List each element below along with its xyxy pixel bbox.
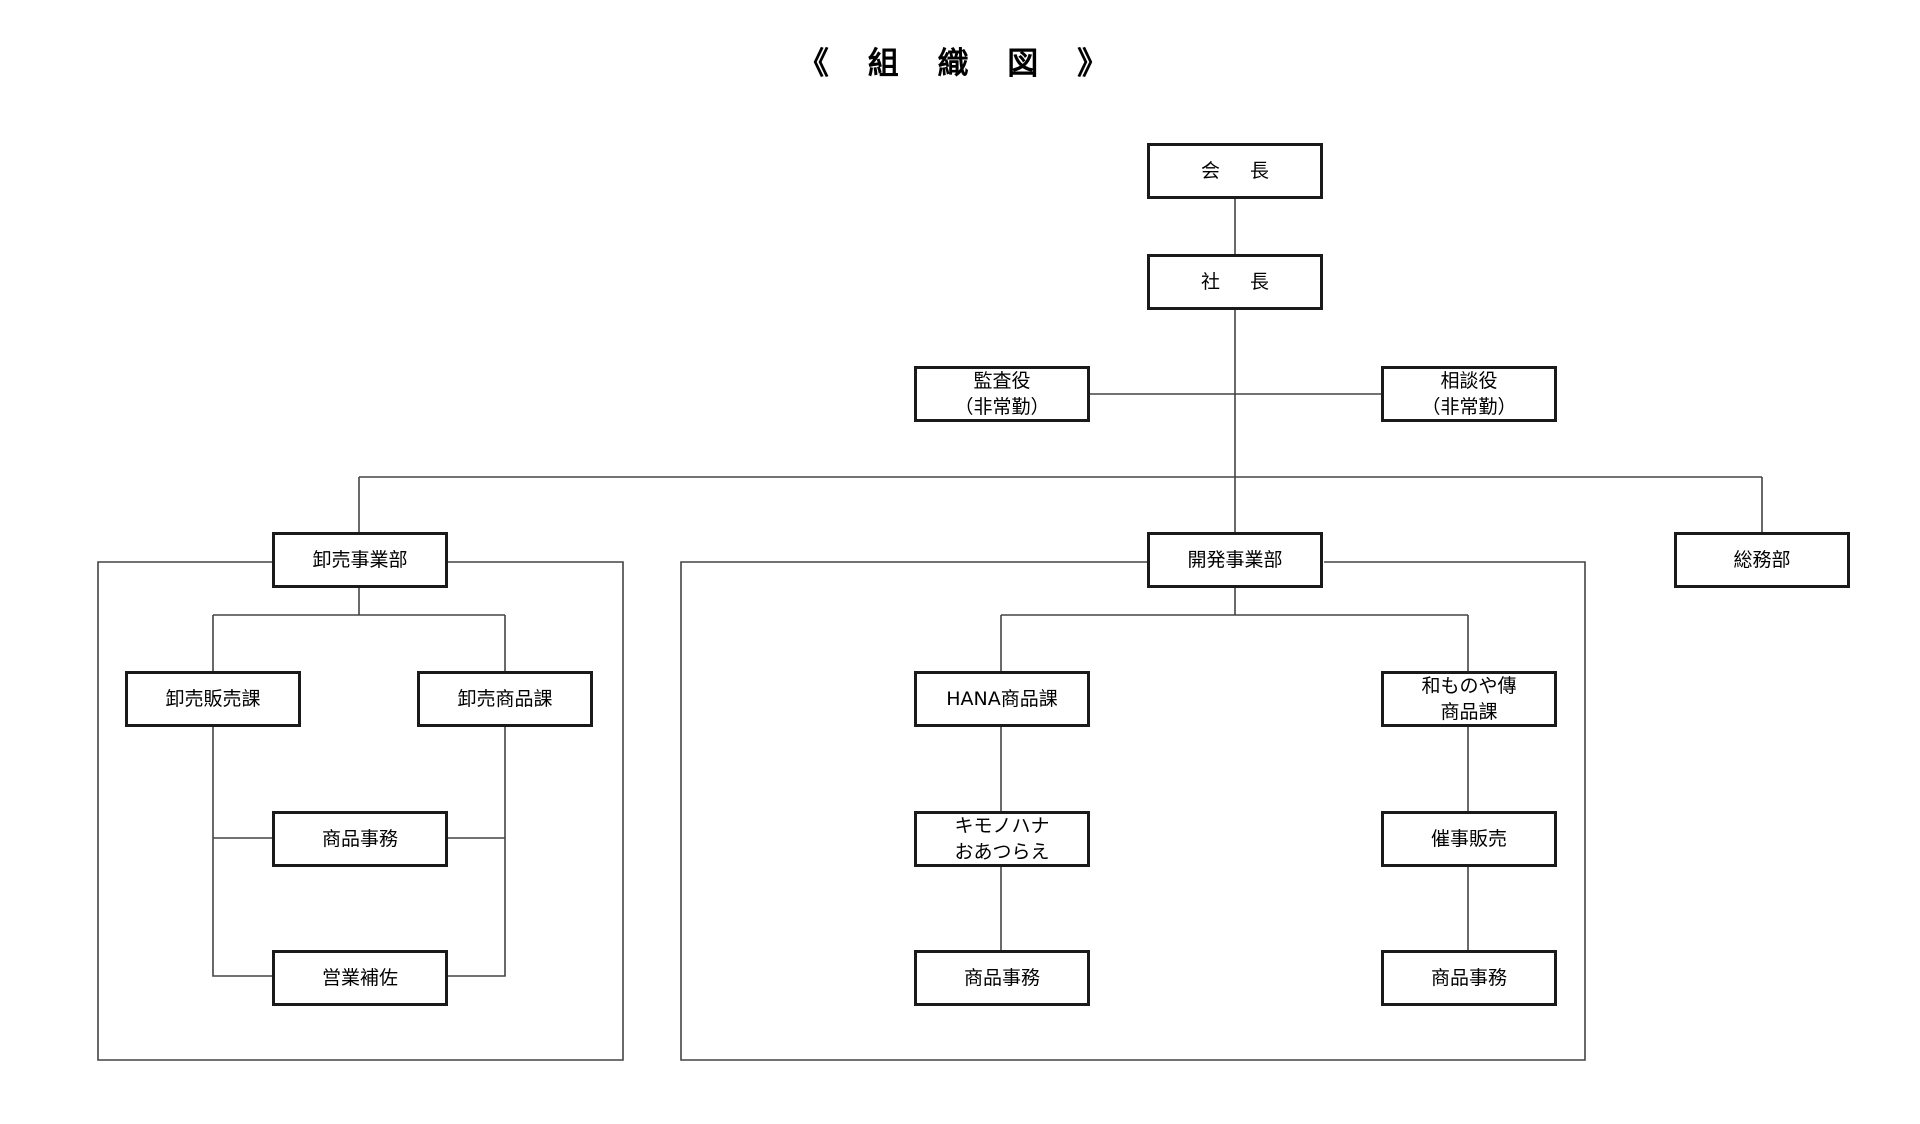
- wamonoya-box: 和ものや傳 商品課: [1381, 671, 1557, 727]
- wamonoya-sublabel: 商品課: [1440, 701, 1498, 723]
- advisor-box: 相談役 （非常勤）: [1381, 366, 1557, 422]
- kimono-hana-sublabel: おあつらえ: [954, 841, 1050, 863]
- chairman-box: 会 長: [1147, 143, 1323, 199]
- chairman-label: 会 長: [1200, 160, 1282, 182]
- wamonoya-product-admin-label: 商品事務: [1430, 967, 1507, 989]
- wholesale-division-box: 卸売事業部: [272, 532, 448, 588]
- wholesale-sales-branch: [212, 726, 272, 977]
- hana-product-admin-label: 商品事務: [963, 967, 1040, 989]
- auditor-status: （非常勤）: [954, 396, 1050, 418]
- development-division-box: 開発事業部: [1147, 532, 1323, 588]
- advisor-status: （非常勤）: [1421, 396, 1517, 418]
- hana-products-box: HANA商品課: [914, 671, 1090, 727]
- general-affairs-label: 総務部: [1733, 549, 1791, 571]
- event-sales-box: 催事販売: [1381, 811, 1557, 867]
- development-division-label: 開発事業部: [1187, 549, 1283, 571]
- kimono-hana-label: キモノハナ: [954, 815, 1050, 837]
- hana-products-label: HANA商品課: [946, 688, 1058, 710]
- wholesale-sales-box: 卸売販売課: [125, 671, 301, 727]
- wamonoya-label: 和ものや傳: [1421, 675, 1517, 697]
- wholesale-division-label: 卸売事業部: [312, 549, 408, 571]
- president-label: 社 長: [1200, 271, 1282, 293]
- wholesale-products-box: 卸売商品課: [417, 671, 593, 727]
- wholesale-sales-label: 卸売販売課: [165, 688, 261, 710]
- wholesale-product-admin-label: 商品事務: [321, 828, 398, 850]
- sales-support-label: 営業補佐: [321, 967, 398, 989]
- auditor-box: 監査役 （非常勤）: [914, 366, 1090, 422]
- wholesale-division-frame: [97, 561, 624, 1061]
- kimono-hana-box: キモノハナ おあつらえ: [914, 811, 1090, 867]
- event-sales-label: 催事販売: [1430, 828, 1507, 850]
- wholesale-products-label: 卸売商品課: [457, 688, 553, 710]
- president-box: 社 長: [1147, 254, 1323, 310]
- hana-product-admin-box: 商品事務: [914, 950, 1090, 1006]
- sales-support-box: 営業補佐: [272, 950, 448, 1006]
- advisor-label: 相談役: [1440, 370, 1498, 392]
- chart-title: 《 組 織 図 》: [797, 46, 1123, 82]
- auditor-label: 監査役: [973, 370, 1031, 392]
- wholesale-product-admin-box: 商品事務: [272, 811, 448, 867]
- wamonoya-product-admin-box: 商品事務: [1381, 950, 1557, 1006]
- general-affairs-box: 総務部: [1674, 532, 1850, 588]
- development-division-frame: [680, 561, 1586, 1061]
- wholesale-products-branch: [446, 726, 506, 977]
